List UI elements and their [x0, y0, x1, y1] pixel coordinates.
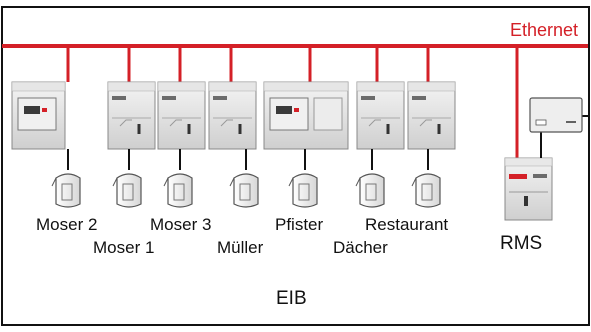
controller-module: [11, 81, 66, 150]
room-sensor-icon: [355, 173, 385, 208]
device-label: Moser 2: [36, 215, 98, 234]
controller-module: [263, 81, 349, 150]
rms-label: RMS: [500, 233, 543, 254]
io-module: [407, 81, 456, 150]
room-sensor-icon: [112, 173, 142, 208]
device-label: Müller: [217, 238, 264, 257]
room-sensor-icon: [229, 173, 259, 208]
room-sensor-icon: [288, 173, 318, 208]
ethernet-label: Ethernet: [509, 20, 578, 40]
rms-module: [504, 157, 553, 221]
device-label: Moser 3: [150, 215, 212, 234]
room-sensor-icon: [411, 173, 441, 208]
io-module: [356, 81, 405, 150]
diagram-border: [1, 6, 590, 326]
room-sensor-icon: [163, 173, 193, 208]
device-label: Moser 1: [93, 238, 155, 257]
device-label: Dächer: [333, 238, 388, 257]
io-module: [107, 81, 156, 150]
room-sensor-icon: [51, 173, 81, 208]
io-module: [157, 81, 206, 150]
computer-icon: [529, 97, 583, 133]
io-module: [208, 81, 257, 150]
eib-label: EIB: [276, 288, 307, 309]
device-label: Pfister: [275, 215, 324, 234]
device-label: Restaurant: [365, 215, 449, 234]
